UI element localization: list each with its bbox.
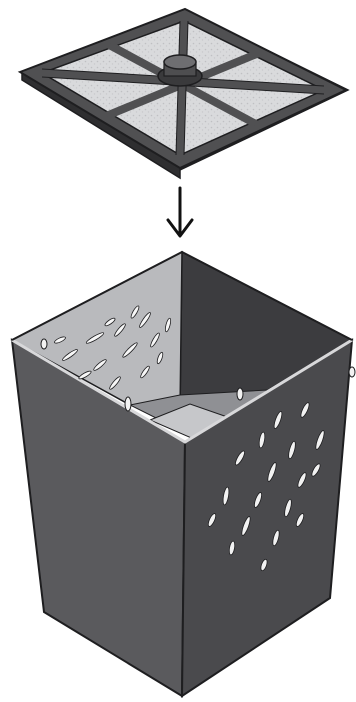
cover-center-knob [158, 55, 202, 86]
filter-cover [20, 9, 348, 178]
filter-basket [12, 252, 355, 696]
arrow-down-icon [168, 188, 192, 236]
